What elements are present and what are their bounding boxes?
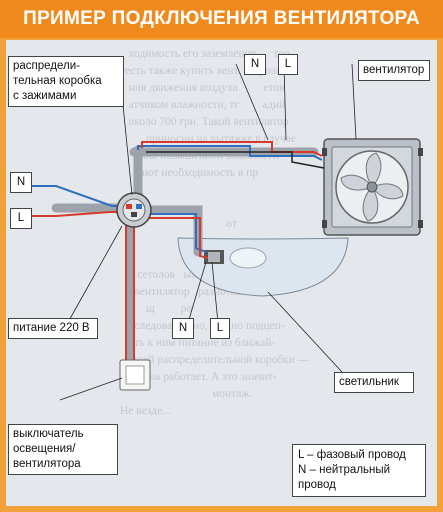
switch-label: выключатель освещения/ вентилятора	[8, 424, 118, 475]
leader-lines	[59, 63, 357, 401]
junction-box-icon	[116, 192, 152, 228]
neutral-wire	[30, 145, 323, 253]
wire-legend: L – фазовый провод N – нейтральный прово…	[292, 444, 426, 497]
fan-label: вентилятор	[358, 60, 430, 81]
junction-box-label: распредели- тельная коробка с зажимами	[8, 56, 124, 107]
neutral-bottom-label: N	[172, 318, 194, 339]
phase-left-label: L	[10, 208, 32, 229]
fan-icon	[322, 138, 423, 236]
phase-top-label: L	[278, 54, 298, 75]
phase-bottom-label: L	[210, 318, 230, 339]
lamp-shade-shape	[177, 237, 349, 297]
power-supply-label: питание 220 В	[8, 318, 98, 339]
diagram-title: ПРИМЕР ПОДКЛЮЧЕНИЯ ВЕНТИЛЯТОРА	[0, 0, 443, 38]
neutral-top-label: N	[244, 54, 266, 75]
fan-lead-wire	[146, 151, 325, 169]
legend-neutral: N – нейтральный провод	[298, 464, 391, 491]
legend-phase: L – фазовый провод	[298, 449, 406, 461]
phase-wire	[30, 141, 323, 381]
switch-icon	[119, 359, 151, 391]
lamp-bulb-icon	[204, 247, 267, 269]
neutral-left-label: N	[10, 172, 32, 193]
lamp-label: светильник	[334, 372, 414, 393]
